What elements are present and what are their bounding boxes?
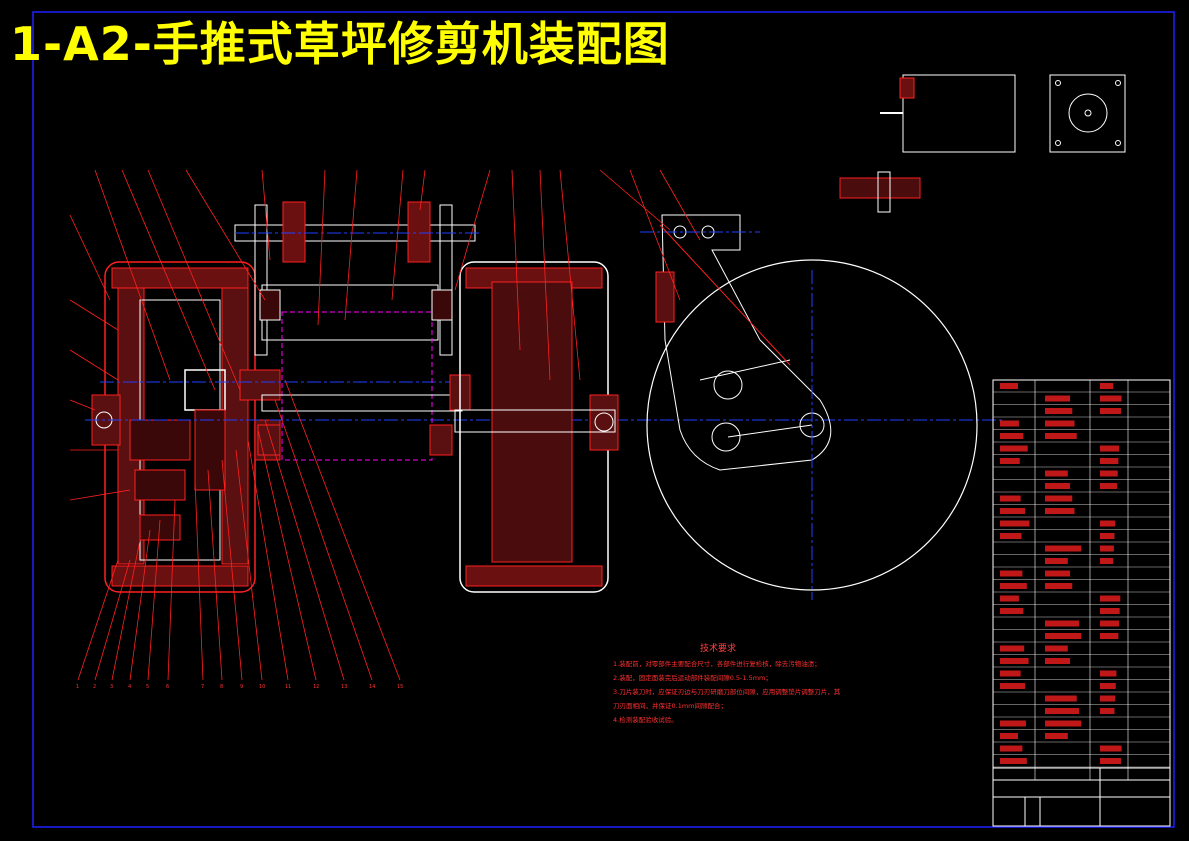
note-line-1: 1.装配前，对零部件主要配合尺寸，各部件进行复检核，除去污物油渍；: [613, 659, 821, 668]
parts-list-cell-mark: [1045, 508, 1075, 514]
parts-list-cell-mark: [1045, 695, 1077, 702]
notes-heading: 技术要求: [700, 642, 736, 654]
parts-list-cell-mark: [1045, 720, 1082, 727]
balloon-13: 13: [341, 684, 347, 690]
parts-list-cell-mark: [1100, 620, 1120, 627]
parts-list-cell-mark: [1100, 545, 1114, 552]
balloon-8: 8: [220, 684, 223, 690]
parts-list-cell-mark: [1045, 633, 1082, 639]
parts-list-cell-mark: [1000, 583, 1027, 589]
balloon-9: 9: [240, 684, 243, 690]
parts-list-cell-mark: [1100, 695, 1116, 702]
parts-list-cell-mark: [1000, 420, 1019, 427]
balloon-10: 10: [259, 684, 265, 690]
parts-list-cell-mark: [1045, 495, 1073, 502]
balloon-1: 1: [76, 684, 79, 690]
parts-list-cell-mark: [1100, 533, 1115, 539]
parts-list-cell-mark: [1000, 495, 1021, 502]
parts-list-cell-mark: [1100, 683, 1116, 689]
balloon-12: 12: [313, 684, 319, 690]
parts-list: [992, 379, 1171, 827]
parts-list-cell-mark: [1045, 433, 1077, 439]
parts-list-cell-mark: [1000, 508, 1026, 514]
parts-list-cell-mark: [1000, 670, 1021, 677]
note-line-4: 刀刃面相间，并保证0.1mm间隙配合；: [613, 701, 727, 710]
cutting-roller: [454, 261, 619, 593]
side-view: [640, 214, 978, 600]
parts-list-cell-mark: [1045, 483, 1071, 489]
note-line-3: 3.刀片装刀时，应保证刃边与刀刃研磨刀部位间隙，应用调整垫片调整刀片，其: [613, 687, 841, 696]
balloon-14: 14: [369, 684, 375, 690]
balloon-5: 5: [146, 684, 149, 690]
parts-list-cell-mark: [1100, 670, 1117, 677]
parts-list-cell-mark: [1000, 608, 1024, 614]
parts-list-cell-mark: [1000, 433, 1024, 439]
parts-list-cell-mark: [1100, 558, 1114, 564]
technical-requirements: 技术要求 1.装配前，对零部件主要配合尺寸，各部件进行复检核，除去污物油渍； 2…: [613, 642, 841, 724]
parts-list-cell-mark: [1000, 683, 1026, 689]
parts-list-cell-mark: [1000, 520, 1030, 527]
parts-list-cell-mark: [1000, 745, 1023, 752]
balloon-numbers: 1 2 3 4 5 6 7 8 9 10 11 12 13 14 15: [76, 684, 403, 690]
left-wheel-assembly: [85, 261, 1005, 593]
parts-list-cell-mark: [1100, 520, 1116, 527]
parts-list-cell-mark: [1100, 458, 1119, 464]
parts-list-cell-mark: [1000, 595, 1019, 602]
parts-list-cell-mark: [1000, 733, 1018, 739]
parts-list-cell-mark: [1100, 608, 1120, 614]
parts-list-cell-mark: [1045, 545, 1082, 552]
parts-list-cell-mark: [1000, 720, 1026, 727]
parts-list-cell-mark: [1100, 408, 1121, 414]
parts-list-cell-mark: [1100, 708, 1115, 714]
parts-list-cell-mark: [1045, 408, 1073, 414]
parts-list-cell-mark: [1100, 445, 1120, 452]
balloon-2: 2: [93, 684, 96, 690]
note-line-2: 2.装配，固定面装完后运动部件装配间隙0.5-1.5mm；: [613, 673, 772, 682]
parts-list-cell-mark: [1045, 620, 1079, 627]
parts-list-cell-mark: [1045, 645, 1068, 652]
balloon-4: 4: [128, 684, 131, 690]
parts-list-cell-mark: [1100, 395, 1122, 402]
parts-list-cell-mark: [1000, 645, 1025, 652]
parts-list-cell-mark: [1000, 658, 1029, 664]
parts-list-cell-mark: [1100, 470, 1118, 477]
parts-list-cell-mark: [1000, 570, 1023, 577]
drawing-title: 1-A2-手推式草坪修剪机装配图: [10, 17, 670, 71]
leader-lines: [69, 169, 701, 681]
parts-list-cell-mark: [1100, 383, 1114, 389]
parts-list-cell-mark: [1000, 533, 1022, 539]
balloon-7: 7: [201, 684, 204, 690]
parts-list-cell-mark: [1045, 583, 1073, 589]
parts-list-cell-mark: [1100, 745, 1122, 752]
parts-list-cell-mark: [1000, 445, 1028, 452]
parts-list-cell-mark: [1000, 758, 1027, 764]
parts-list-cell-mark: [1045, 395, 1071, 402]
balloon-15: 15: [397, 684, 403, 690]
parts-list-cell-mark: [1045, 658, 1071, 664]
handle-frame: [234, 201, 480, 461]
parts-list-cell-mark: [1045, 570, 1071, 577]
parts-list-cell-mark: [1045, 708, 1079, 714]
balloon-6: 6: [166, 684, 169, 690]
parts-list-cell-mark: [1100, 633, 1119, 639]
parts-list-cell-mark: [1045, 733, 1068, 739]
parts-list-cell-mark: [1045, 420, 1075, 427]
note-line-5: 4.检测装配验收试验。: [613, 715, 678, 724]
parts-list-cell-mark: [1100, 595, 1121, 602]
parts-list-cell-mark: [1045, 558, 1068, 564]
balloon-11: 11: [285, 684, 291, 690]
motor-views: [839, 74, 1126, 213]
sheet-border: [32, 11, 1175, 828]
parts-list-cell-mark: [1045, 470, 1068, 477]
parts-list-cell-mark: [1100, 758, 1121, 764]
balloon-3: 3: [110, 684, 113, 690]
parts-list-cell-mark: [1100, 483, 1118, 489]
parts-list-cell-mark: [1000, 383, 1018, 389]
parts-list-cell-mark: [1000, 458, 1020, 464]
